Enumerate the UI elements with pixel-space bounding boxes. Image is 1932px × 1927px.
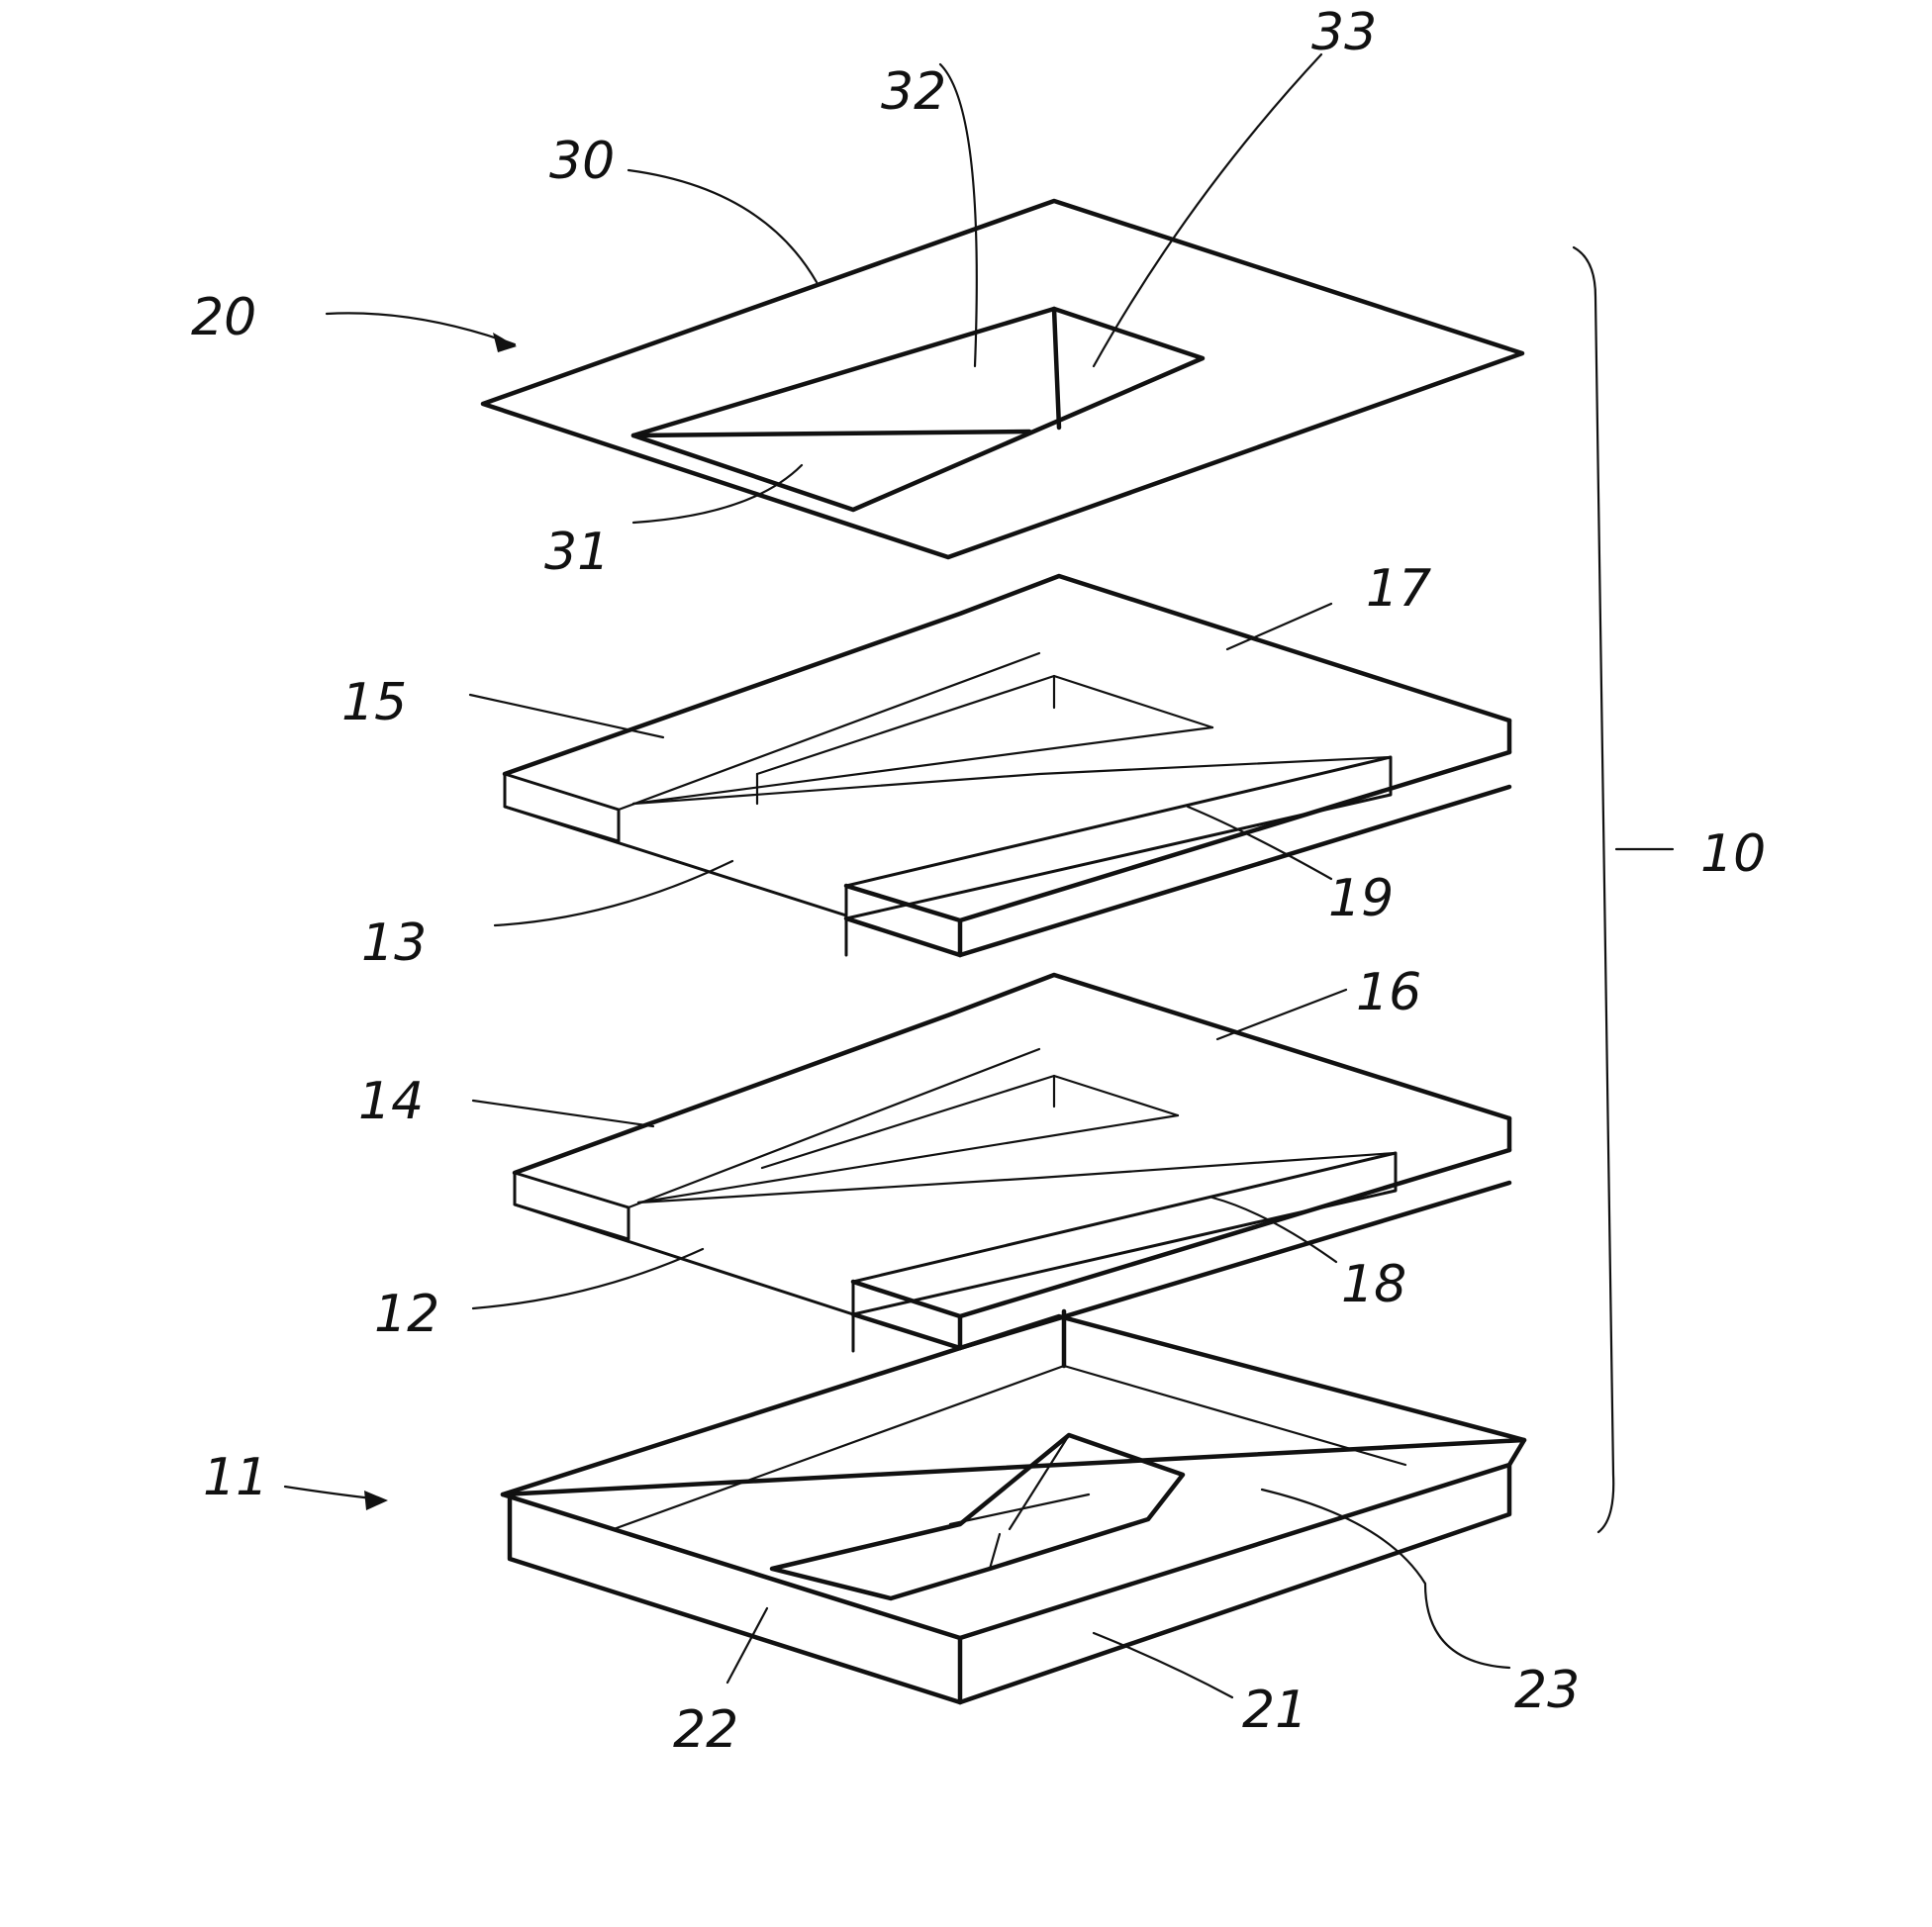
label-23: 23: [1514, 1661, 1580, 1720]
assembly-bracket: [1574, 247, 1613, 1532]
label-17: 17: [1366, 559, 1431, 619]
label-18: 18: [1341, 1255, 1406, 1314]
label-33: 33: [1311, 3, 1377, 62]
top-sheet-30: [483, 201, 1522, 557]
label-12: 12: [374, 1285, 439, 1344]
label-19: 19: [1328, 869, 1394, 928]
label-22: 22: [673, 1700, 738, 1760]
leader-lines: [285, 54, 1673, 1697]
label-32: 32: [881, 62, 946, 122]
label-20: 20: [191, 288, 256, 347]
base-tray-11: [503, 1311, 1524, 1702]
reference-numerals: 20 30 32 33 31 15 17 13 19 10 14 16 12 1…: [191, 3, 1766, 1760]
label-15: 15: [341, 673, 407, 732]
label-11: 11: [203, 1448, 268, 1507]
label-13: 13: [361, 914, 427, 973]
label-30: 30: [549, 132, 615, 191]
label-10: 10: [1700, 824, 1766, 884]
label-16: 16: [1356, 963, 1421, 1022]
label-21: 21: [1242, 1681, 1307, 1740]
label-14: 14: [358, 1072, 424, 1131]
label-31: 31: [544, 523, 610, 582]
